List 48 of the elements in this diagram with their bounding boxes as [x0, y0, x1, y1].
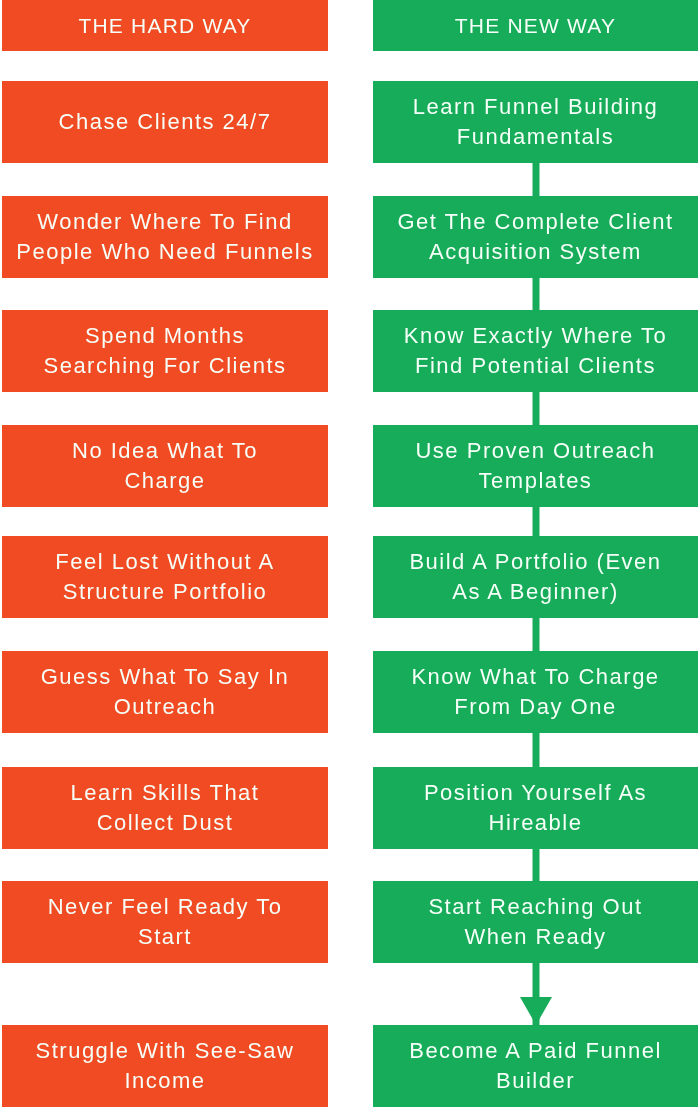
box-text: Position Yourself As Hireable — [423, 779, 648, 837]
connector-line — [532, 849, 540, 881]
box-text: Guess What To Say In Outreach — [40, 663, 290, 721]
box-text: Learn Skills That Collect Dust — [70, 779, 260, 837]
connector-line — [532, 278, 540, 310]
box-text: Struggle With See-Saw Income — [35, 1037, 295, 1095]
step-box — [373, 767, 698, 849]
step-box — [373, 881, 698, 963]
column-header-box — [373, 0, 698, 51]
column-header-box — [2, 0, 328, 51]
problem-box — [2, 1025, 328, 1107]
step-box — [373, 196, 698, 278]
box-text: Start Reaching Out When Ready — [428, 893, 643, 951]
box-text: Become A Paid Funnel Builder — [409, 1037, 662, 1095]
connector-line — [532, 507, 540, 536]
problem-box — [2, 767, 328, 849]
problem-box — [2, 536, 328, 618]
box-text: Use Proven Outreach Templates — [415, 437, 656, 495]
problem-box — [2, 425, 328, 507]
box-text: Know Exactly Where To Find Potential Clients — [403, 322, 668, 380]
box-text: Know What To Charge From Day One — [411, 663, 660, 721]
box-text: No Idea What To Charge — [72, 437, 258, 495]
problem-box — [2, 651, 328, 733]
column-heading: THE HARD WAY — [78, 12, 252, 39]
step-box — [373, 651, 698, 733]
step-box — [373, 1025, 698, 1107]
problem-box — [2, 196, 328, 278]
box-text: Spend Months Searching For Clients — [43, 322, 287, 380]
connector-line — [532, 733, 540, 767]
connector-line — [532, 392, 540, 425]
box-text: Chase Clients 24/7 — [58, 108, 272, 136]
step-box — [373, 310, 698, 392]
step-box — [373, 81, 698, 163]
box-text: Get The Complete Client Acquisition System — [397, 208, 674, 266]
connector-line — [532, 163, 540, 196]
step-box — [373, 536, 698, 618]
box-text: Learn Funnel Building Fundamentals — [412, 93, 659, 151]
problem-box — [2, 881, 328, 963]
box-text: Feel Lost Without A Structure Portfolio — [55, 548, 275, 606]
problem-box — [2, 310, 328, 392]
connector-line — [532, 618, 540, 651]
box-text: Build A Portfolio (Even As A Beginner) — [409, 548, 662, 606]
box-text: Never Feel Ready To Start — [47, 893, 283, 951]
column-heading: THE NEW WAY — [454, 12, 617, 39]
step-box — [373, 425, 698, 507]
box-text: Wonder Where To Find People Who Need Funnels — [16, 208, 314, 266]
arrow — [520, 963, 552, 1025]
problem-box — [2, 81, 328, 163]
